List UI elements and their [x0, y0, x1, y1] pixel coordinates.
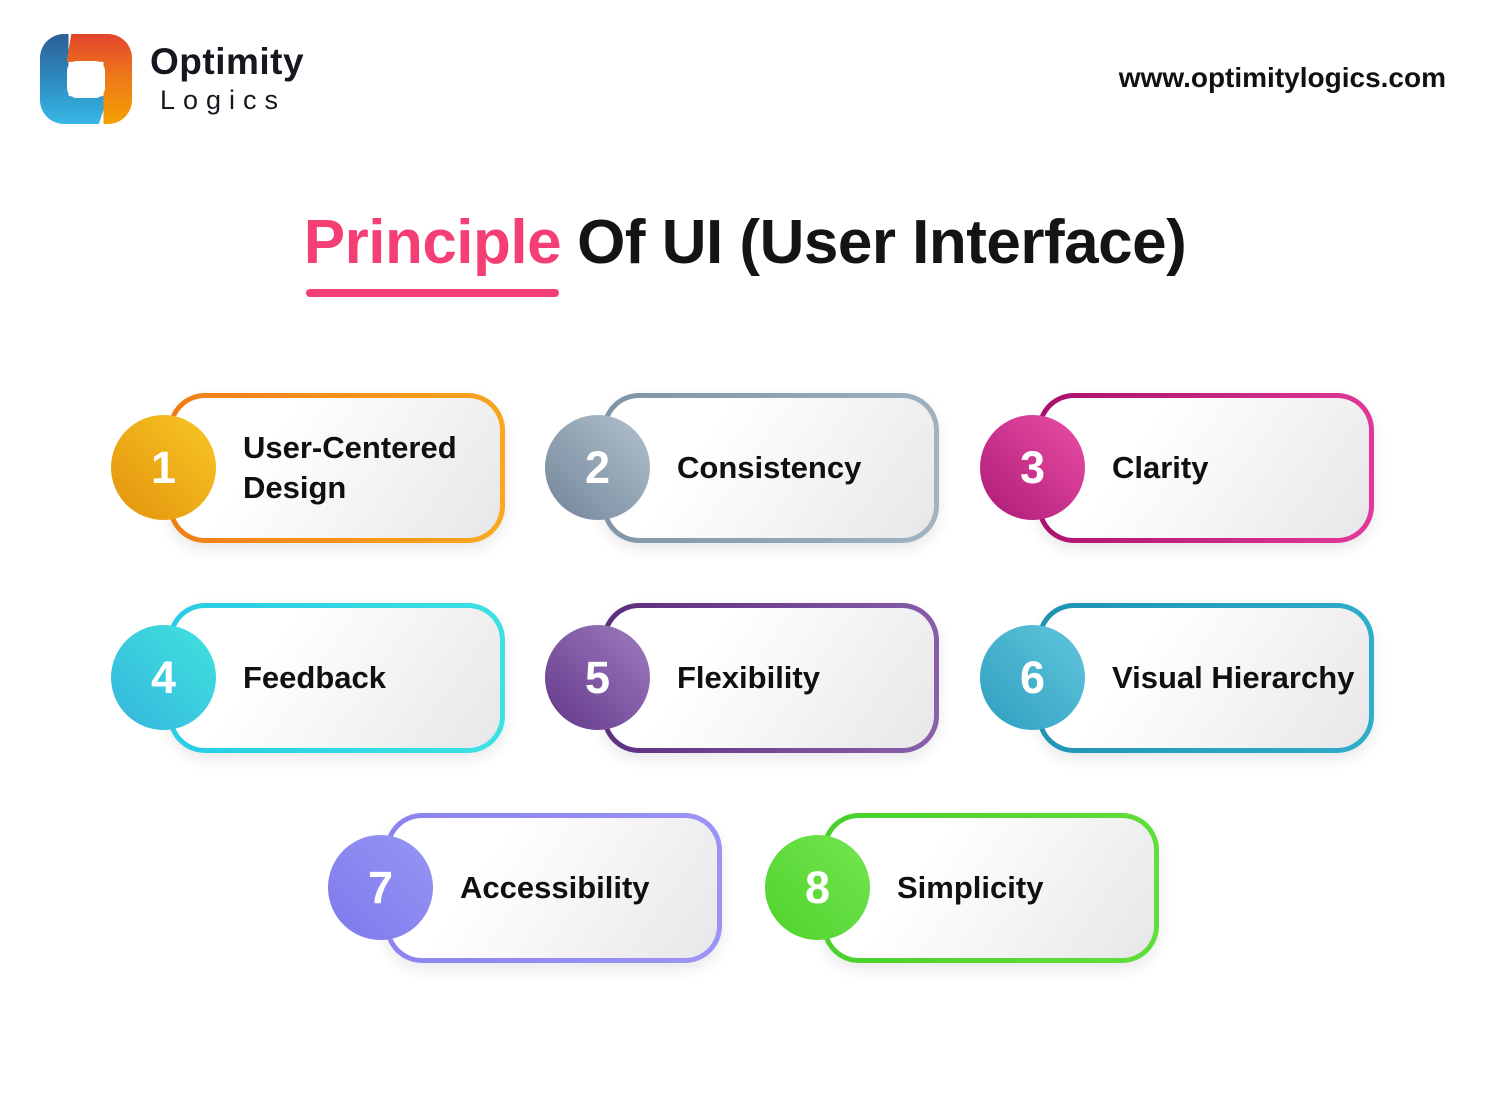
- principle-card-simplicity: 8 Simplicity: [765, 813, 1159, 963]
- title-rest: Of UI (User Interface): [577, 208, 1187, 277]
- logo-title: Optimity: [150, 41, 305, 83]
- principle-card-visual-hierarchy: 6 Visual Hierarchy: [980, 603, 1374, 753]
- number-badge: 4: [111, 625, 216, 730]
- principle-label: Visual Hierarchy: [1112, 659, 1355, 695]
- company-logo: Optimity Logics: [40, 34, 304, 124]
- card-body: Accessibility: [390, 818, 717, 958]
- principle-card-user-centered-design: 1 User-Centered Design: [111, 393, 505, 543]
- card-body: User-Centered Design: [173, 398, 500, 538]
- principle-label: User-Centered Design: [243, 429, 457, 505]
- principle-label: Flexibility: [677, 659, 820, 695]
- number-badge: 5: [545, 625, 650, 730]
- number-badge: 2: [545, 415, 650, 520]
- title-highlight: Principle: [303, 208, 562, 297]
- number-badge: 7: [328, 835, 433, 940]
- card-body: Consistency: [607, 398, 934, 538]
- card-body: Clarity: [1042, 398, 1369, 538]
- principle-card-accessibility: 7 Accessibility: [328, 813, 722, 963]
- number-badge: 6: [980, 625, 1085, 730]
- logo-inner-square: [66, 60, 105, 98]
- principle-card-flexibility: 5 Flexibility: [545, 603, 939, 753]
- card-body: Flexibility: [607, 608, 934, 748]
- logo-subtitle: Logics: [160, 85, 287, 116]
- principle-card-consistency: 2 Consistency: [545, 393, 939, 543]
- website-url: www.optimitylogics.com: [1118, 62, 1446, 93]
- principle-label: Feedback: [243, 659, 387, 695]
- card-body: Simplicity: [827, 818, 1154, 958]
- principle-label: Accessibility: [460, 869, 650, 905]
- principle-label: Consistency: [677, 449, 862, 485]
- card-body: Visual Hierarchy: [1042, 608, 1369, 748]
- number-badge: 1: [111, 415, 216, 520]
- number-badge: 8: [765, 835, 870, 940]
- principle-card-feedback: 4 Feedback: [111, 603, 505, 753]
- logo-text: Optimity Logics: [150, 41, 305, 116]
- number-badge: 3: [980, 415, 1085, 520]
- logo-mark-icon: [40, 34, 132, 124]
- card-body: Feedback: [173, 608, 500, 748]
- principle-label: Simplicity: [897, 869, 1044, 905]
- principle-card-clarity: 3 Clarity: [980, 393, 1374, 543]
- principle-label: Clarity: [1112, 449, 1209, 485]
